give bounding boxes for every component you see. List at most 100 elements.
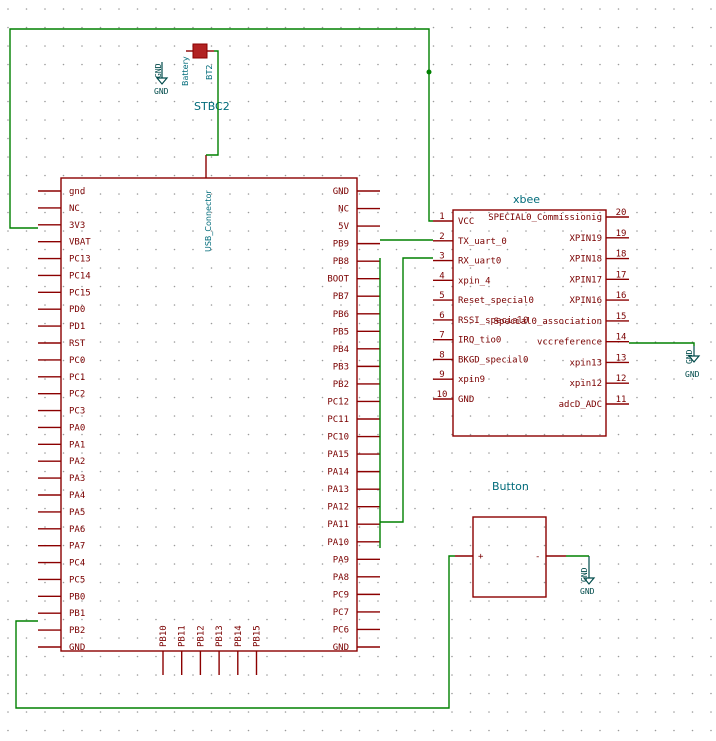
stm32-left-pin-label: 3V3: [69, 221, 85, 231]
stm32-left-pin-label: PC1: [69, 373, 85, 383]
xbee-right-pin-number: 19: [616, 229, 627, 239]
stm32-right-pin-label: PB4: [333, 345, 349, 355]
battery-symbol[interactable]: Battery BT2 STBC2: [181, 43, 230, 113]
wire-rx-to-pa11: [380, 257, 433, 523]
xbee-left-pin-label: RX_uart0: [458, 257, 501, 267]
stm32-left-pin-label: PC4: [69, 559, 85, 569]
stm32-left-pin-label: PA0: [69, 423, 85, 433]
battery-ref: BT2: [205, 65, 214, 80]
wire-vccref-to-gnd: [629, 342, 695, 346]
xbee-left-pin-label: BKGD_special0: [458, 355, 528, 365]
stm32-right-pin-label: PB6: [333, 310, 349, 320]
xbee-right-pin-number: 16: [616, 291, 627, 301]
stm32-left-pin-label: PD1: [69, 322, 85, 332]
stm32-right-pin-label: PA12: [327, 503, 349, 513]
wire-junction: [426, 69, 432, 75]
gnd-label-button-vertical: GND: [580, 567, 589, 582]
xbee-left-pin-number: 7: [439, 331, 444, 341]
xbee-right-pin-label: Special0_association: [494, 317, 602, 327]
stm32-right-pin-label: PB9: [333, 240, 349, 250]
xbee-right-pin-number: 13: [616, 353, 627, 363]
stm32-right-pin-label: PC11: [327, 415, 349, 425]
gnd-label-battery-vertical: GND: [154, 63, 163, 78]
xbee-left-pin-label: Reset_special0: [458, 296, 534, 306]
xbee-right-pins: 20SPECIAL0_Commissionig19XPIN1918XPIN181…: [488, 208, 629, 410]
stm32-right-pin-label: PA9: [333, 555, 349, 565]
stm32-left-pin-label: PC0: [69, 356, 85, 366]
stm32-left-pin-label: PC14: [69, 271, 91, 281]
stm32-left-pin-label: VBAT: [69, 238, 91, 248]
wire-button-plus: [15, 555, 455, 709]
stm32-right-pins: GNDNC5VPB9PB8BOOTPB7PB6PB5PB4PB3PB2PC12P…: [327, 187, 380, 653]
stm32-left-pin-label: PA3: [69, 474, 85, 484]
xbee-right-pin-number: 17: [616, 270, 627, 280]
stm32-right-pin-label: PC7: [333, 608, 349, 618]
xbee-right-pin-label: adcD_ADC: [559, 400, 602, 410]
xbee-left-pin-number: 4: [439, 271, 444, 281]
xbee-right-pin-number: 18: [616, 250, 627, 260]
stm32-right-pin-label: PC6: [333, 625, 349, 635]
xbee-left-pin-label: IRQ_tio0: [458, 336, 501, 346]
gnd-label-battery: GND: [154, 87, 169, 96]
xbee-left-pin-label: TX_uart_0: [458, 237, 507, 247]
xbee-right-pin-label: XPIN18: [569, 255, 602, 265]
stm32-right-pin-label: BOOT: [327, 275, 349, 285]
wire-3v3-to-vcc: [9, 28, 433, 229]
stm32-right-pin-label: PA11: [327, 520, 349, 530]
xbee-right-pin-label: XPIN16: [569, 296, 602, 306]
gnd-label-button: GND: [580, 587, 595, 596]
usb-connector-label: USB_Connector: [204, 190, 213, 252]
stm32-left-pin-label: PA4: [69, 491, 85, 501]
stm32-right-pin-label: PA8: [333, 573, 349, 583]
xbee-left-pin-number: 1: [439, 212, 444, 222]
stm32-left-pin-label: PA7: [69, 542, 85, 552]
button-plus-label: +: [478, 552, 484, 562]
stm32-left-pin-label: PA1: [69, 440, 85, 450]
stm32-bottom-pin-label: PB12: [196, 625, 206, 647]
stm32-right-pin-label: PA10: [327, 538, 349, 548]
xbee-left-pin-number: 10: [437, 390, 448, 400]
stm32-right-pin-label: PA13: [327, 485, 349, 495]
stm32-right-pin-label: PB2: [333, 380, 349, 390]
xbee-right-pin-number: 11: [616, 395, 627, 405]
battery-value: Battery: [181, 56, 190, 86]
stm32-left-pins: gndNC3V3VBATPC13PC14PC15PD0PD1RSTPC0PC1P…: [38, 187, 91, 653]
stm32-right-pin-label: PB5: [333, 327, 349, 337]
xbee-right-pin-label: xpin12: [569, 379, 602, 389]
stm32-left-pin-label: PC13: [69, 255, 91, 265]
stm32-left-pin-label: PC5: [69, 575, 85, 585]
stm32-left-pin-label: PC2: [69, 390, 85, 400]
xbee-right-pin-number: 15: [616, 312, 627, 322]
xbee-left-pin-number: 5: [439, 291, 444, 301]
xbee-right-pin-label: XPIN19: [569, 234, 602, 244]
stm32-bottom-pin-label: PB14: [234, 625, 244, 647]
xbee-left-pin-label: xpin9: [458, 375, 485, 385]
stm32-right-pin-label: PC10: [327, 433, 349, 443]
stm32-left-pin-label: GND: [69, 643, 85, 653]
stm32-left-pin-label: NC: [69, 204, 80, 214]
xbee-left-pin-label: GND: [458, 395, 474, 405]
gnd-label-xbee: GND: [685, 370, 700, 379]
stm32-right-pin-label: PB7: [333, 292, 349, 302]
stm32-left-pin-label: PC3: [69, 407, 85, 417]
xbee-right-pin-number: 12: [616, 374, 627, 384]
wire-battery: [206, 50, 219, 156]
gnd-label-xbee-vertical: GND: [685, 349, 694, 364]
stm32-left-pin-label: PA5: [69, 508, 85, 518]
dot-grid: [7, 8, 712, 732]
battery-extra-label: STBC2: [194, 100, 230, 113]
stm32-left-pin-label: PB2: [69, 626, 85, 636]
stm32-right-pin-label: PA14: [327, 468, 349, 478]
stm32-right-pin-label: 5V: [338, 222, 349, 232]
xbee-right-pin-label: XPIN17: [569, 275, 602, 285]
stm32-module[interactable]: USB_Connector gndNC3V3VBATPC13PC14PC15PD…: [38, 155, 380, 675]
stm32-bottom-pin-label: PB10: [159, 625, 169, 647]
stm32-right-pin-label: PC12: [327, 397, 349, 407]
button-symbol[interactable]: Button + -: [455, 480, 566, 598]
stm32-right-pin-label: PB8: [333, 257, 349, 267]
stm32-right-pin-label: PA15: [327, 450, 349, 460]
